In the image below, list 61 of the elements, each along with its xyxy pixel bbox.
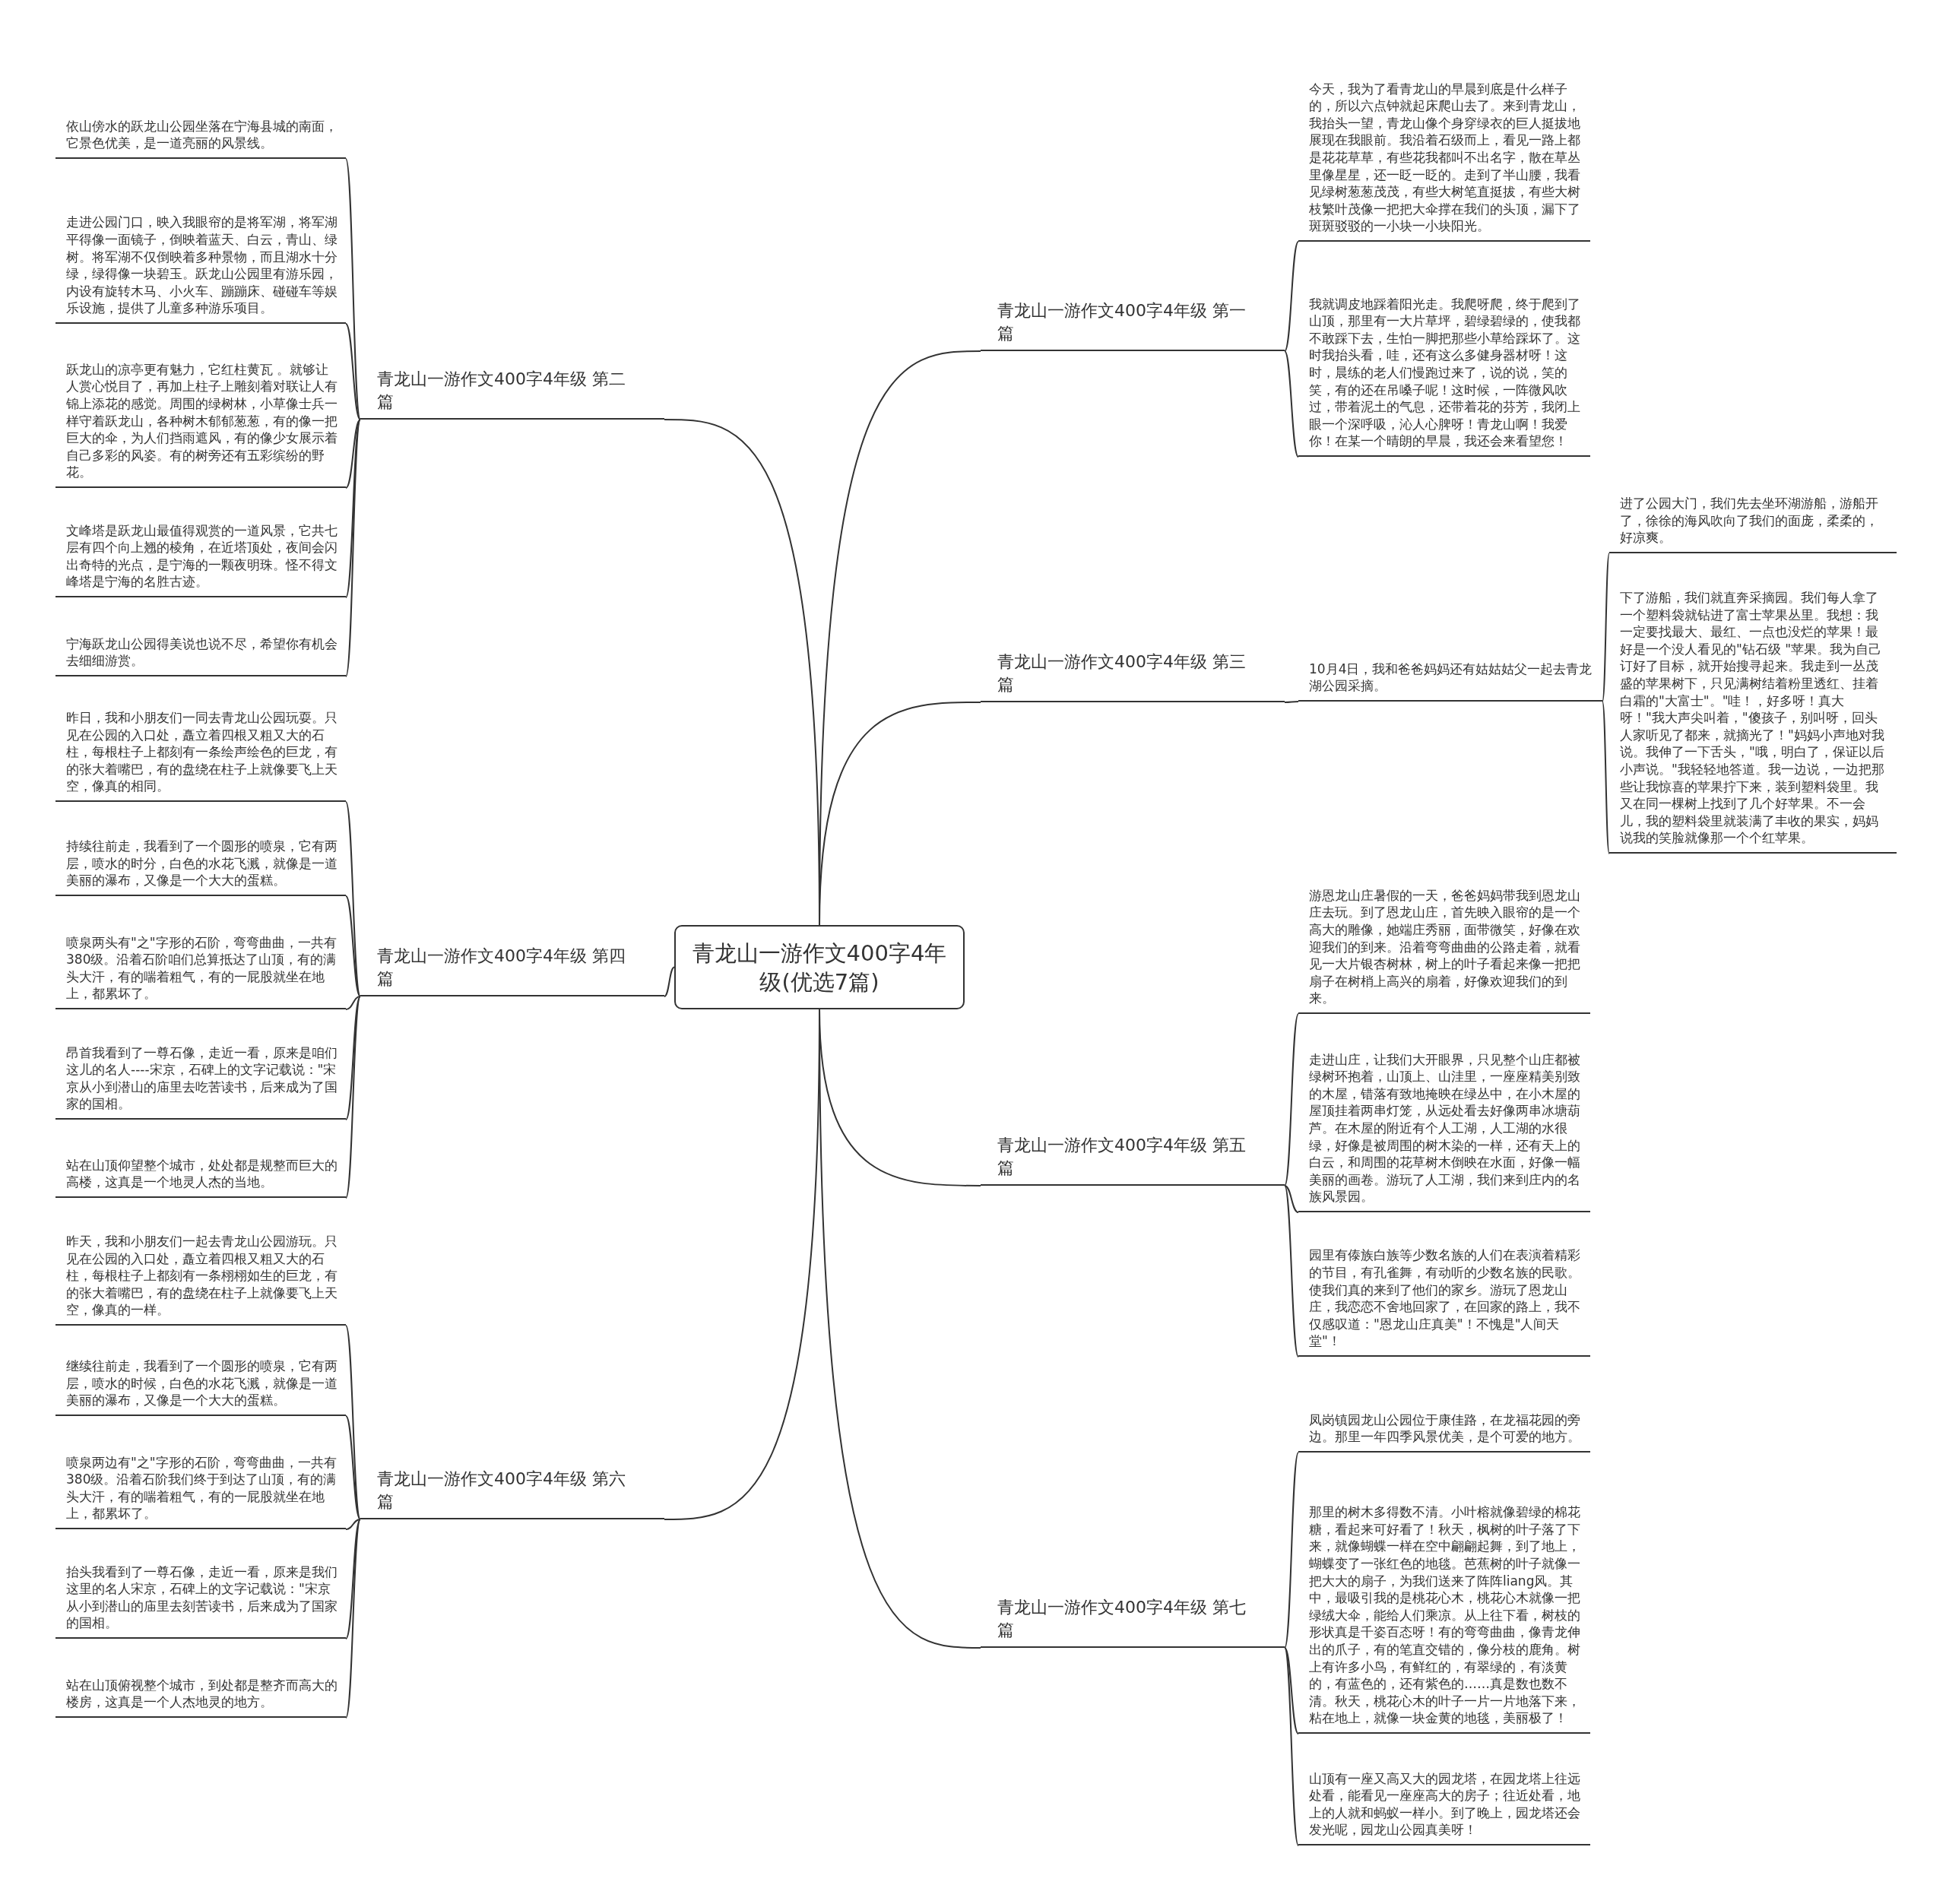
- paragraph-note: 昂首我看到了一尊石像，走近一看，原来是咱们这儿的名人----宋京，石碑上的文字记载说："宋京从小到潜山的庙里去吃苦读书，后来成为了国家的国相。: [55, 1041, 346, 1120]
- paragraph-note: 下了游船，我们就直奔采摘园。我们每人拿了一个塑料袋就钻进了富士苹果丛里。我想：我一定要找最大、最红、一点也没烂的苹果！最好是一个没人看见的"钻石级 "苹果。我为自己订好了目标，就开始搜寻起来。我走到一丛茂盛的苹果树下，只见满树结着粉里透红、挂着白霜的"大富士"。"哇！，好多呀！真大呀！"我大声尖叫着，"傻孩子，别叫呀，回头人家听见了都来，就摘光了！"妈妈小声地对我说。我伸了一下舌头，"哦，明白了，保证以后小声说。"我轻轻地答道。我一边说，一边把那些让我惊喜的苹果拧下来，装到塑料袋里。我又在同一棵树上找到了几个好苹果。不一会儿，我的塑料袋里就装满了丰收的果实，妈妈说我的笑脸就像那一个个红苹果。: [1609, 586, 1897, 854]
- paragraph-note: 站在山顶俯视整个城市，到处都是整齐而高大的楼房，这真是一个人杰地灵的地方。: [55, 1673, 346, 1718]
- connector-line: [1284, 1452, 1299, 1649]
- paragraph-note: 喷泉两边有"之"字形的石阶，弯弯曲曲，一共有380级。沿着石阶我们终于到达了山顶，有的满头大汗，有的喘着粗气，有的一屁股就坐在地上，都累坏了。: [55, 1450, 346, 1529]
- connector-line: [345, 996, 361, 1120]
- branch-topic: 青龙山一游作文400字4年级 第七篇: [981, 1593, 1285, 1648]
- connector-line: [1284, 1647, 1299, 1846]
- connector-line: [345, 419, 361, 677]
- paragraph-note: 站在山顶仰望整个城市，处处都是规整而巨大的高楼，这真是一个地灵人杰的当地。: [55, 1153, 346, 1198]
- paragraph-note: 持续往前走，我看到了一个圆形的喷泉，它有两层，喷水的时分，白色的水花飞溅，就像是一道美丽的瀑布，又像是一个大大的蛋糕。: [55, 835, 346, 896]
- paragraph-note: 跃龙山的凉亭更有魅力，它红柱黄瓦 。就够让人赏心悦目了，再加上柱子上雕刻着对联让人有锦上添花的感觉。周围的绿树林，小草像士兵一样守着跃龙山，各种树木郁郁葱葱，有的像一把巨大的伞，为人们挡雨遮风，有的像少女展示着自己多彩的风姿。有的树旁还有五彩缤纷的野花。: [55, 357, 346, 488]
- branch-topic: 青龙山一游作文400字4年级 第一篇: [981, 296, 1285, 351]
- connector-line: [345, 419, 361, 489]
- connector-line: [1284, 701, 1299, 703]
- connector-line: [664, 966, 675, 997]
- connector-line: [345, 1519, 361, 1719]
- connector-line: [345, 1519, 361, 1639]
- connector-line: [345, 801, 361, 997]
- paragraph-note: 昨日，我和小朋友们一同去青龙山公园玩耍。只见在公园的入口处，矗立着四根又粗又大的石柱，每根柱子上都刻有一条绘声绘色的巨龙，有的张大着嘴巴，有的盘绕在柱子上就像要飞上天空，像真的相同。: [55, 706, 346, 802]
- paragraph-note: 昨天，我和小朋友们一起去青龙山公园游玩。只见在公园的入口处，矗立着四根又粗又大的石柱，每根柱子上都刻有一条栩栩如生的巨龙，有的张大着嘴巴，有的盘绕在柱子上就像要飞上天空，像真的一样。: [55, 1230, 346, 1326]
- connector-line: [345, 996, 361, 1010]
- paragraph-note: 宁海跃龙山公园得美说也说不尽，希望你有机会去细细游赏。: [55, 632, 346, 676]
- connector-line: [1284, 350, 1299, 458]
- paragraph-note: 那里的树木多得数不清。小叶榕就像碧绿的棉花糖，看起来可好看了！秋天，枫树的叶子落了下来，就像蝴蝶一样在空中翩翩起舞，到了地上，蝴蝶变了一张红色的地毯。芭蕉树的叶子就像一把大大的扇子，为我们送来了阵阵liang风。其中，最吸引我的是桃花心木，桃花心木就像一把绿绒大伞，能给人们乘凉。从上往下看，树枝的形状真是千姿百态呀！有的弯弯曲曲，像青龙伸出的爪子，有的笔直交错的，像分枝的鹿角。树上有许多小鸟，有鲜红的，有翠绿的，有淡黄的，有蓝色的，还有紫色的……真是数也数不清。秋天，桃花心木的叶子一片一片地落下来，粘在地上，就像一块金黄的地毯，美丽极了！: [1298, 1500, 1590, 1734]
- connector-line: [345, 158, 361, 420]
- paragraph-note: 抬头我看到了一尊石像，走近一看，原来是我们这里的名人宋京，石碑上的文字记载说："宋京从小到潜山的庙里去刻苦读书，后来成为了国家的国相。: [55, 1560, 346, 1639]
- paragraph-note: 文峰塔是跃龙山最值得观赏的一道风景，它共七层有四个向上翘的棱角，在近塔顶处，夜间会闪出奇特的光点，是宁海的一颗夜明珠。怪不得文峰塔是宁海的名胜古迹。: [55, 518, 346, 597]
- paragraph-note: 依山傍水的跃龙山公园坐落在宁海县城的南面，它景色优美，是一道亮丽的风景线。: [55, 114, 346, 159]
- branch-topic: 青龙山一游作文400字4年级 第五篇: [981, 1131, 1285, 1186]
- connector-line: [345, 1519, 361, 1530]
- paragraph-note: 继续往前走，我看到了一个圆形的喷泉，它有两层，喷水的时候，白色的水花飞溅，就像是一道美丽的瀑布，又像是一个大大的蛋糕。: [55, 1354, 346, 1416]
- paragraph-note: 10月4日，我和爸爸妈妈还有姑姑姑父一起去青龙湖公园采摘。: [1298, 657, 1602, 702]
- connector-line: [1284, 1013, 1299, 1186]
- connector-line: [1284, 1185, 1299, 1213]
- paragraph-note: 走进山庄，让我们大开眼界，只见整个山庄都被绿树环抱着，山顶上、山洼里，一座座精美别致的木屋，错落有致地掩映在绿丛中，在小木屋的屋顶挂着两串灯笼，从远处看去好像两串冰塘葫芦。在木屋的附近有个人工湖，人工湖的水很绿，好像是被周围的树木染的一样，还有天上的白云，和周围的花草树木倒映在水面，好像一幅美丽的画卷。游玩了人工湖，我们来到庄内的名族风景园。: [1298, 1047, 1590, 1212]
- branch-topic: 青龙山一游作文400字4年级 第六篇: [360, 1465, 664, 1519]
- paragraph-note: 山顶有一座又高又大的园龙塔，在园龙塔上往远处看，能看见一座座高大的房子；往近处看，地上的人就和蚂蚁一样小。到了晚上，园龙塔还会发光呢，园龙山公园真美呀！: [1298, 1766, 1590, 1845]
- paragraph-note: 喷泉两头有"之"字形的石阶，弯弯曲曲，一共有380级。沿着石阶咱们总算抵达了山顶，有的满头大汗，有的喘着粗气，有的一屁股就坐在地上，都累坏了。: [55, 930, 346, 1009]
- topic-box: 青龙山一游作文400字4年级(优选7篇): [674, 925, 965, 1009]
- connector-line: [345, 323, 361, 420]
- paragraph-note: 园里有傣族白族等少数名族的人们在表演着精彩的节目，有孔雀舞，有动听的少数名族的民歌。使我们真的来到了他们的家乡。游玩了恩龙山庄，我恋恋不舍地回家了，在回家的路上，我不仅感叹道："恩龙山庄真美"！不愧是"人间天堂"！: [1298, 1243, 1590, 1357]
- paragraph-note: 我就调皮地踩着阳光走。我爬呀爬，终于爬到了山顶，那里有一大片草坪，碧绿碧绿的，使我都不敢踩下去，生怕一脚把那些小草给踩坏了。这时我抬头看，哇，还有这么多健身器材呀！这时，晨练的老人们慢跑过来了，说的说，笑的笑，有的还在吊嗓子呢！这时候，一阵微风吹过，带着泥土的气息，还带着花的芬芳，我闭上眼一个深呼吸，沁人心脾呀！青龙山啊！我爱你！在某一个晴朗的早晨，我还会来看望您！: [1298, 292, 1590, 457]
- paragraph-note: 进了公园大门，我们先去坐环湖游船，游船开了，徐徐的海风吹向了我们的面庞，柔柔的，好凉爽。: [1609, 492, 1897, 553]
- paragraph-note: 游恩龙山庄暑假的一天，爸爸妈妈带我到恩龙山庄去玩。到了恩龙山庄，首先映入眼帘的是一个高大的雕像，她端庄秀丽，面带微笑，好像在欢迎我们的到来。沿着弯弯曲曲的公路走着，就看见一大片银杏树林，树上的叶子看起来像一把把扇子在树梢上高兴的扇着，好像欢迎我们的到来。: [1298, 883, 1590, 1014]
- connector-line: [345, 895, 361, 997]
- connector-line: [345, 1325, 361, 1520]
- branch-topic: 青龙山一游作文400字4年级 第三篇: [981, 648, 1285, 702]
- branch-topic: 青龙山一游作文400字4年级 第二篇: [360, 365, 664, 420]
- connector-line: [345, 419, 361, 598]
- paragraph-note: 走进公园门口，映入我眼帘的是将军湖，将军湖平得像一面镜子，倒映着蓝天、白云，青山、绿树。将军湖不仅倒映着多种景物，而且湖水十分绿，绿得像一块碧玉。跃龙山公园里有游乐园，内设有旋转木马、小火车、蹦蹦床、碰碰车等娱乐设施，提供了儿童多种游乐项目。: [55, 211, 346, 324]
- connector-line: [1284, 241, 1299, 352]
- connector-line: [1602, 701, 1610, 854]
- connector-line: [345, 1415, 361, 1520]
- branch-topic: 青龙山一游作文400字4年级 第四篇: [360, 942, 664, 996]
- connector-line: [1284, 1185, 1299, 1358]
- connector-line: [345, 996, 361, 1199]
- connector-line: [1284, 1647, 1299, 1735]
- paragraph-note: 今天，我为了看青龙山的早晨到底是什么样子的，所以六点钟就起床爬山去了。来到青龙山，我抬头一望，青龙山像个身穿绿衣的巨人挺拔地展现在我眼前。我沿着石级而上，看见一路上都是花花草草，有些花我都叫不出名字，散在草丛里像星星，还一眨一眨的。走到了半山腰，我看见绿树葱葱茂茂，有些大树笔直挺拔，有些大树枝繁叶茂像一把把大伞撑在我们的头顶，漏下了斑斑驳驳的一小块一小块阳光。: [1298, 77, 1590, 242]
- paragraph-note: 凤岗镇园龙山公园位于康佳路，在龙福花园的旁边。那里一年四季风景优美，是个可爱的地方。: [1298, 1408, 1590, 1453]
- connector-line: [1602, 553, 1610, 702]
